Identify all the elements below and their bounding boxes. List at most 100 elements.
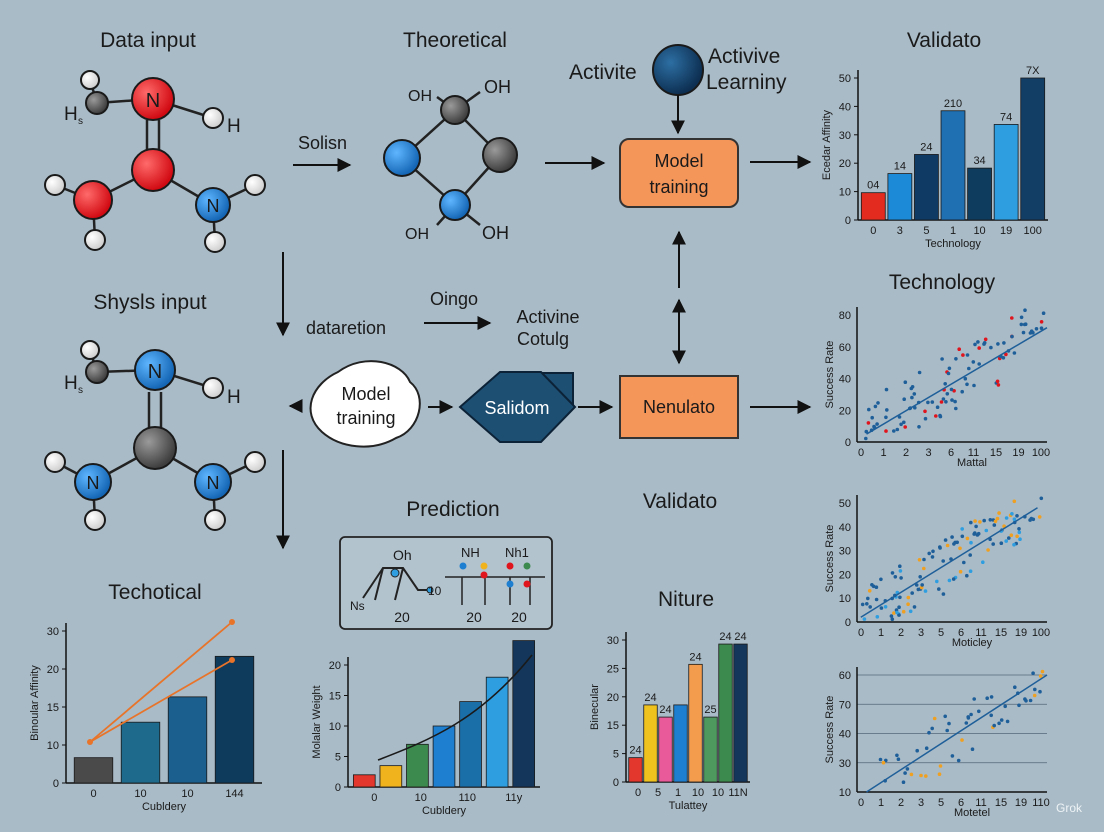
y-tick-label: 0 xyxy=(53,778,59,790)
molecule-shysls-input: N N N H s H xyxy=(44,340,266,531)
scatter-point xyxy=(992,523,997,527)
x-tick-label: 10 xyxy=(973,225,985,237)
scatter-point xyxy=(906,595,911,600)
nenulato-label: Nenulato xyxy=(643,397,715,417)
scatter-point xyxy=(1040,669,1045,674)
scatter-point xyxy=(1022,322,1027,327)
x-tick-label: 15 xyxy=(995,797,1007,809)
scatter-point xyxy=(947,366,952,371)
scatter-point xyxy=(941,397,946,401)
scatter-point xyxy=(977,709,981,714)
scatter-point xyxy=(1041,311,1046,316)
bar xyxy=(167,696,208,784)
scatter-point xyxy=(976,531,981,536)
x-tick-label: 6 xyxy=(958,627,964,639)
scatter-point xyxy=(1031,671,1035,675)
scatter-point xyxy=(984,528,989,533)
scatter-point xyxy=(902,397,906,402)
scatter-point xyxy=(986,548,990,552)
bar-data-label: 24 xyxy=(629,745,641,757)
niture-label: Niture xyxy=(658,588,714,611)
bar xyxy=(379,765,403,788)
x-tick-label: 19 xyxy=(1012,447,1024,459)
blue-atom xyxy=(439,189,471,221)
y-tick-label: 40 xyxy=(839,101,851,113)
bar-data-label: 34 xyxy=(973,155,985,167)
hydrogen-atom xyxy=(80,340,100,360)
scatter-point xyxy=(895,753,899,758)
scatter-point xyxy=(941,592,946,596)
bar xyxy=(688,663,703,783)
y-axis-label: Success Rate xyxy=(824,525,836,593)
scatter-point xyxy=(898,564,902,568)
scatter-point xyxy=(864,436,868,441)
y-tick-label: 0 xyxy=(845,617,851,629)
bar-data-label: 25 xyxy=(704,704,716,716)
x-tick-label: 1 xyxy=(878,797,884,809)
molecule-theoretical: OH OH OH OH xyxy=(383,77,518,243)
y-tick-label: 60 xyxy=(839,342,851,354)
scatter-point xyxy=(976,340,980,344)
scatter-point xyxy=(1012,517,1017,521)
scatter-point xyxy=(1005,719,1010,724)
nenulato-box[interactable]: Nenulato xyxy=(619,375,739,439)
scatter-point xyxy=(903,380,908,385)
scatter-point xyxy=(896,757,901,761)
scatter-point xyxy=(920,583,924,587)
n-label: N xyxy=(207,196,220,216)
scatter-point xyxy=(958,546,962,551)
model-training-label: training xyxy=(336,408,395,428)
watermark: Grok xyxy=(1056,801,1083,815)
scatter-point xyxy=(947,721,951,726)
trend-point xyxy=(229,619,235,625)
trend-line xyxy=(866,327,1048,435)
hydrogen-atom xyxy=(204,231,226,253)
scatter-point xyxy=(895,610,899,615)
y-tick-label: 25 xyxy=(607,663,619,675)
scatter-point xyxy=(972,697,976,701)
bar xyxy=(628,757,643,783)
scatter-point xyxy=(1007,536,1011,540)
scatter-point xyxy=(1031,330,1035,335)
y-axis-label: Success Rate xyxy=(824,696,836,764)
salidom-diamond[interactable]: Salidom xyxy=(458,371,577,443)
bar xyxy=(485,676,509,788)
model-training-box[interactable]: Model training xyxy=(619,138,739,208)
scatter-point xyxy=(927,551,931,556)
scatter-point xyxy=(910,395,914,400)
scatter-point xyxy=(1028,698,1033,703)
trend-point xyxy=(87,739,93,745)
scatter-point xyxy=(1009,533,1014,537)
scatter-point xyxy=(988,518,993,522)
scatter-point xyxy=(865,602,869,606)
scatter-point xyxy=(945,728,949,733)
carbon-atom xyxy=(85,360,109,384)
y-tick-label: 70 xyxy=(839,699,851,711)
y-tick-label: 50 xyxy=(839,498,851,510)
scatter-point xyxy=(924,774,928,778)
scatter-point xyxy=(864,429,869,434)
scatter-point xyxy=(947,578,952,583)
x-tick-label: 19 xyxy=(1015,797,1027,809)
scatter-point xyxy=(972,532,976,536)
scatter-point xyxy=(924,746,929,750)
scatter-point xyxy=(1037,515,1042,519)
bar xyxy=(459,701,482,788)
trend-line xyxy=(866,674,1048,793)
scatter-point xyxy=(910,385,915,389)
y-tick-label: 40 xyxy=(839,374,851,386)
model-training-blob[interactable]: Model training xyxy=(309,360,421,448)
scatter-point xyxy=(866,421,871,425)
trend-line xyxy=(860,507,1038,618)
scatter-point xyxy=(1033,687,1037,692)
scatter-point xyxy=(922,566,926,571)
scatter-point xyxy=(1038,674,1043,678)
bar-data-label: 14 xyxy=(894,161,906,173)
model-training-label: Model xyxy=(341,384,390,404)
scatter-point xyxy=(966,716,971,720)
validato-top-label: Validato xyxy=(907,29,981,52)
scatter-point xyxy=(961,353,965,357)
hydrogen-atom xyxy=(202,107,224,129)
